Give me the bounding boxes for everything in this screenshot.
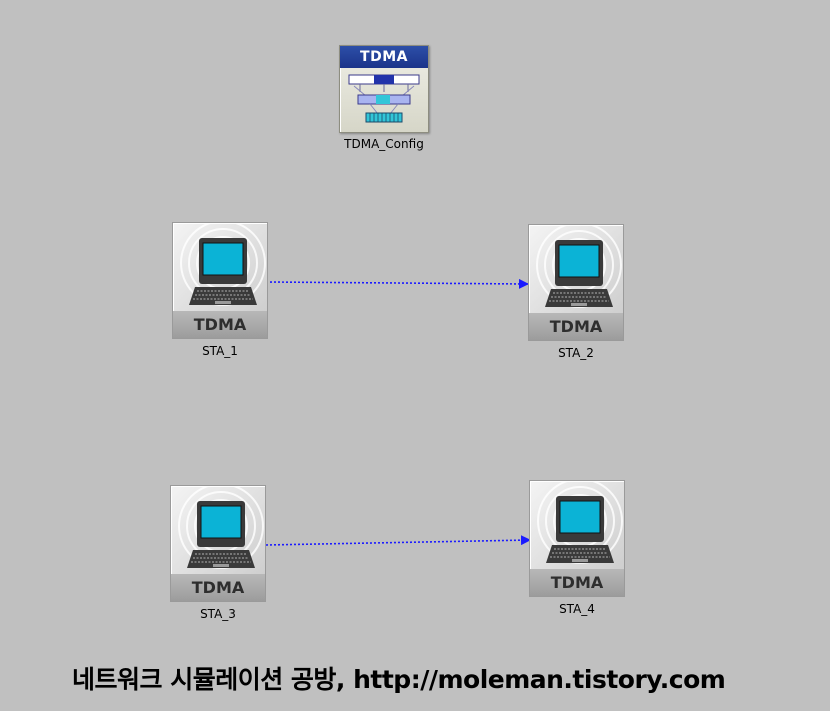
config-label: TDMA_Config [344,137,424,151]
link-sta1-sta2[interactable] [265,278,529,289]
node-sta-1[interactable]: TDMA STA_1 [172,222,268,362]
sta-badge: TDMA [529,313,623,340]
node-sta-3[interactable]: TDMA STA_3 [170,485,266,625]
wireless-waves-icon [180,223,266,306]
sta-label: STA_4 [559,602,595,616]
sta-label: STA_3 [200,607,236,621]
laptop-wireless-icon: TDMA [170,485,266,602]
tdma-config-icon: TDMA [339,45,429,133]
node-sta-2[interactable]: TDMA STA_2 [528,224,624,364]
sta-label: STA_2 [558,346,594,360]
footer-caption: 네트워크 시뮬레이션 공방, http://moleman.tistory.co… [72,665,726,694]
sta-badge: TDMA [173,311,267,338]
sta-badge: TDMA [530,569,624,596]
laptop-wireless-icon: TDMA [172,222,268,339]
wireless-waves-icon [537,481,623,564]
node-sta-4[interactable]: TDMA STA_4 [529,480,625,620]
wireless-waves-icon [536,225,622,308]
node-tdma-config[interactable]: TDMA TDMA_Config [339,45,429,155]
wireless-waves-icon [178,486,264,569]
laptop-wireless-icon: TDMA [529,480,625,597]
config-badge: TDMA [340,46,428,68]
laptop-wireless-icon: TDMA [528,224,624,341]
link-sta3-sta4[interactable] [265,535,531,546]
config-diagram-icon [348,74,420,123]
sta-label: STA_1 [202,344,238,358]
sta-badge: TDMA [171,574,265,601]
